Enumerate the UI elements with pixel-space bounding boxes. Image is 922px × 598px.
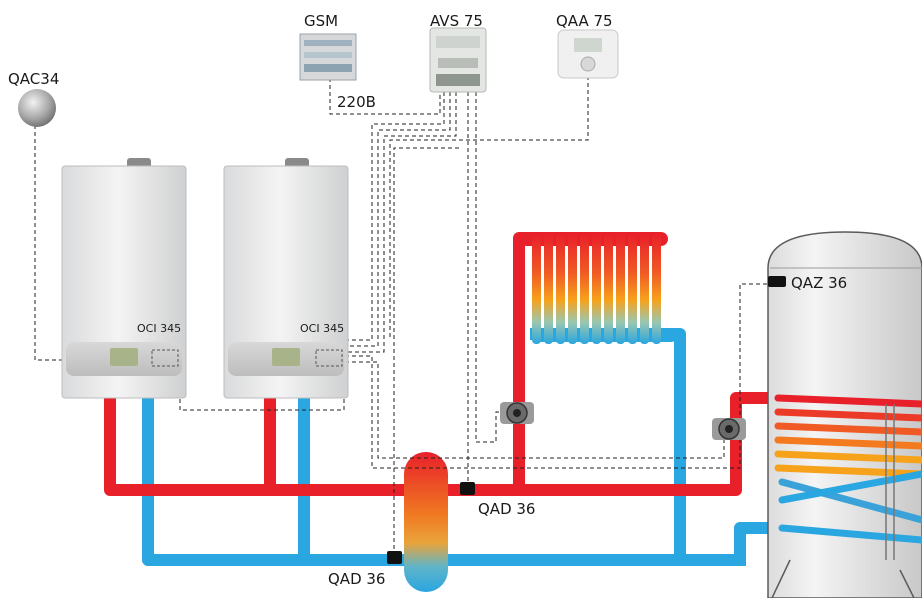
oci-label-right: OCI 345 — [300, 322, 344, 335]
hydraulic-separator — [404, 452, 448, 592]
boiler-left: OCI 345 — [61, 158, 187, 399]
oci-label-left: OCI 345 — [137, 322, 181, 335]
voltage-label: 220B — [337, 93, 376, 111]
signal-wires — [34, 76, 768, 556]
gsm-module — [299, 33, 357, 81]
tank-coil — [774, 394, 922, 544]
radiator-columns — [532, 234, 661, 344]
qad36-label-top: QAD 36 — [478, 500, 535, 518]
radiator — [520, 232, 678, 344]
pipe-network — [104, 232, 784, 592]
tank-pump-icon — [712, 418, 746, 440]
qac34-label: QAC34 — [8, 70, 59, 88]
gsm-label: GSM — [304, 12, 338, 30]
avs75-label: AVS 75 — [430, 12, 483, 30]
radiator-pump-icon — [500, 402, 534, 424]
qaa75-label: QAA 75 — [556, 12, 613, 30]
qaa75-room-unit — [557, 29, 619, 79]
qaz36-sensor — [768, 276, 786, 287]
qad36-sensor-bottom — [387, 551, 402, 564]
qad36-label-bottom: QAD 36 — [328, 570, 385, 588]
qad36-sensor-top — [460, 482, 475, 495]
boiler-right: OCI 345 — [223, 158, 349, 399]
avs75-module — [429, 27, 487, 93]
hot-water-tank — [767, 231, 922, 598]
qac34-sensor-icon — [18, 89, 56, 127]
qaz36-label: QAZ 36 — [791, 274, 847, 292]
